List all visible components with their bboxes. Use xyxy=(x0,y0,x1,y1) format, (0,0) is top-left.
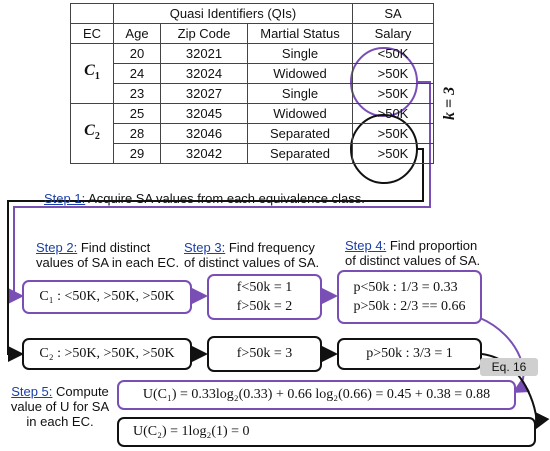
c1-freq-greater: f>50k = 2 xyxy=(236,299,293,314)
qi-group-header: Quasi Identifiers (QIs) xyxy=(113,3,353,24)
step5-label: Step 5: Compute value of U for SA in eac… xyxy=(4,384,116,429)
table-row: 29 32042 Separated >50K xyxy=(71,143,434,164)
step2-line1: Find distinct xyxy=(80,240,151,255)
u-c2-box: U(C₂) = 1log₂(1) = 0 xyxy=(117,417,536,447)
table-row: 24 32024 Widowed >50K xyxy=(71,63,434,84)
u-c1-text: U(C₁) = 0.33log₂(0.33) + 0.66 log₂(0.66)… xyxy=(142,387,491,402)
cell-status: Single xyxy=(247,43,353,64)
step1-text: Acquire SA values from each equivalence … xyxy=(88,191,365,206)
c1-arrow-to-u xyxy=(479,317,531,393)
step2-line2: values of SA in each EC. xyxy=(36,255,180,270)
step4-title: Step 4: xyxy=(345,238,387,253)
cell-zip: 32021 xyxy=(160,43,248,64)
sa-group-header: SA xyxy=(352,3,434,24)
c1-prop-greater: p>50k : 2/3 == 0.66 xyxy=(353,299,466,314)
table-corner xyxy=(70,3,114,24)
cell-zip: 32045 xyxy=(160,103,248,124)
c2-values-text: C₂ : >50K, >50K, >50K xyxy=(39,346,175,361)
table-row: C2 25 32045 Widowed >50K xyxy=(70,103,434,164)
step3-label: Step 3: Find frequency of distinct value… xyxy=(184,240,319,270)
step5-line2: value of U for SA xyxy=(10,399,110,414)
cell-salary: >50K xyxy=(352,103,434,124)
c1-values-text: C₁ : <50K, >50K, >50K xyxy=(39,289,175,304)
cell-salary: >50K xyxy=(352,83,434,104)
ec-cell-c2: C2 xyxy=(70,103,114,164)
step3-line1: Find frequency xyxy=(228,240,315,255)
c2-prop-text: p>50k : 3/3 = 1 xyxy=(366,346,453,361)
table-row: C1 20 32021 Single <50K xyxy=(70,43,434,104)
cell-age: 28 xyxy=(113,123,161,144)
u-c1-box: U(C₁) = 0.33log₂(0.33) + 0.66 log₂(0.66)… xyxy=(117,380,516,410)
table-row: 23 32027 Single >50K xyxy=(71,83,434,104)
cell-zip: 32046 xyxy=(160,123,248,144)
cell-status: Widowed xyxy=(247,63,353,84)
step1-title: Step 1: xyxy=(44,191,86,206)
cell-age: 20 xyxy=(113,43,161,64)
cell-zip: 32042 xyxy=(160,143,248,164)
cell-status: Separated xyxy=(247,143,353,164)
qi-table: Quasi Identifiers (QIs) SA EC Age Zip Co… xyxy=(70,3,434,164)
c1-values-box: C₁ : <50K, >50K, >50K xyxy=(22,280,192,314)
c1-prop-less: p<50k : 1/3 = 0.33 xyxy=(353,280,458,295)
c1-freq-box: f<50k = 1 f>50k = 2 xyxy=(207,274,322,320)
step2-title: Step 2: xyxy=(36,240,78,255)
c1-freq-less: f<50k = 1 xyxy=(236,280,293,295)
cell-status: Single xyxy=(247,83,353,104)
cell-salary: <50K xyxy=(352,43,434,64)
cell-status: Widowed xyxy=(247,103,353,124)
cell-zip: 32027 xyxy=(160,83,248,104)
table-row: 28 32046 Separated >50K xyxy=(71,123,434,144)
cell-age: 29 xyxy=(113,143,161,164)
step1-label: Step 1: Acquire SA values from each equi… xyxy=(44,191,365,206)
step5-line3: in each EC. xyxy=(26,414,94,429)
c1-prop-box: p<50k : 1/3 = 0.33 p>50k : 2/3 == 0.66 xyxy=(337,270,482,324)
cell-age: 23 xyxy=(113,83,161,104)
c2-freq-box: f>50k = 3 xyxy=(207,336,322,372)
col-header-salary: Salary xyxy=(352,23,434,44)
k-label: k = 3 xyxy=(441,86,458,120)
c2-freq-text: f>50k = 3 xyxy=(236,346,293,361)
cell-zip: 32024 xyxy=(160,63,248,84)
ec-cell-c1: C1 xyxy=(70,43,114,104)
c2-arrow-to-u xyxy=(481,353,550,430)
step4-line2: of distinct values of SA. xyxy=(345,253,481,268)
c2-prop-box: p>50k : 3/3 = 1 xyxy=(337,338,482,370)
u-c2-text: U(C₂) = 1log₂(1) = 0 xyxy=(133,424,250,439)
cell-age: 24 xyxy=(113,63,161,84)
step4-label: Step 4: Find proportion of distinct valu… xyxy=(345,238,480,268)
eq-badge: Eq. 16 xyxy=(480,358,538,376)
step4-line1: Find proportion xyxy=(389,238,478,253)
cell-salary: >50K xyxy=(352,143,434,164)
cell-salary: >50K xyxy=(352,63,434,84)
c2-values-box: C₂ : >50K, >50K, >50K xyxy=(22,338,192,370)
col-header-status: Martial Status xyxy=(247,23,353,44)
step3-title: Step 3: xyxy=(184,240,226,255)
step5-title: Step 5: xyxy=(11,384,53,399)
step2-label: Step 2: Find distinct values of SA in ea… xyxy=(36,240,179,270)
cell-age: 25 xyxy=(113,103,161,124)
step5-line1: Compute xyxy=(56,384,109,399)
cell-status: Separated xyxy=(247,123,353,144)
step3-line2: of distinct values of SA. xyxy=(184,255,320,270)
col-header-ec: EC xyxy=(70,23,114,44)
col-header-zip: Zip Code xyxy=(160,23,248,44)
cell-salary: >50K xyxy=(352,123,434,144)
col-header-age: Age xyxy=(113,23,161,44)
